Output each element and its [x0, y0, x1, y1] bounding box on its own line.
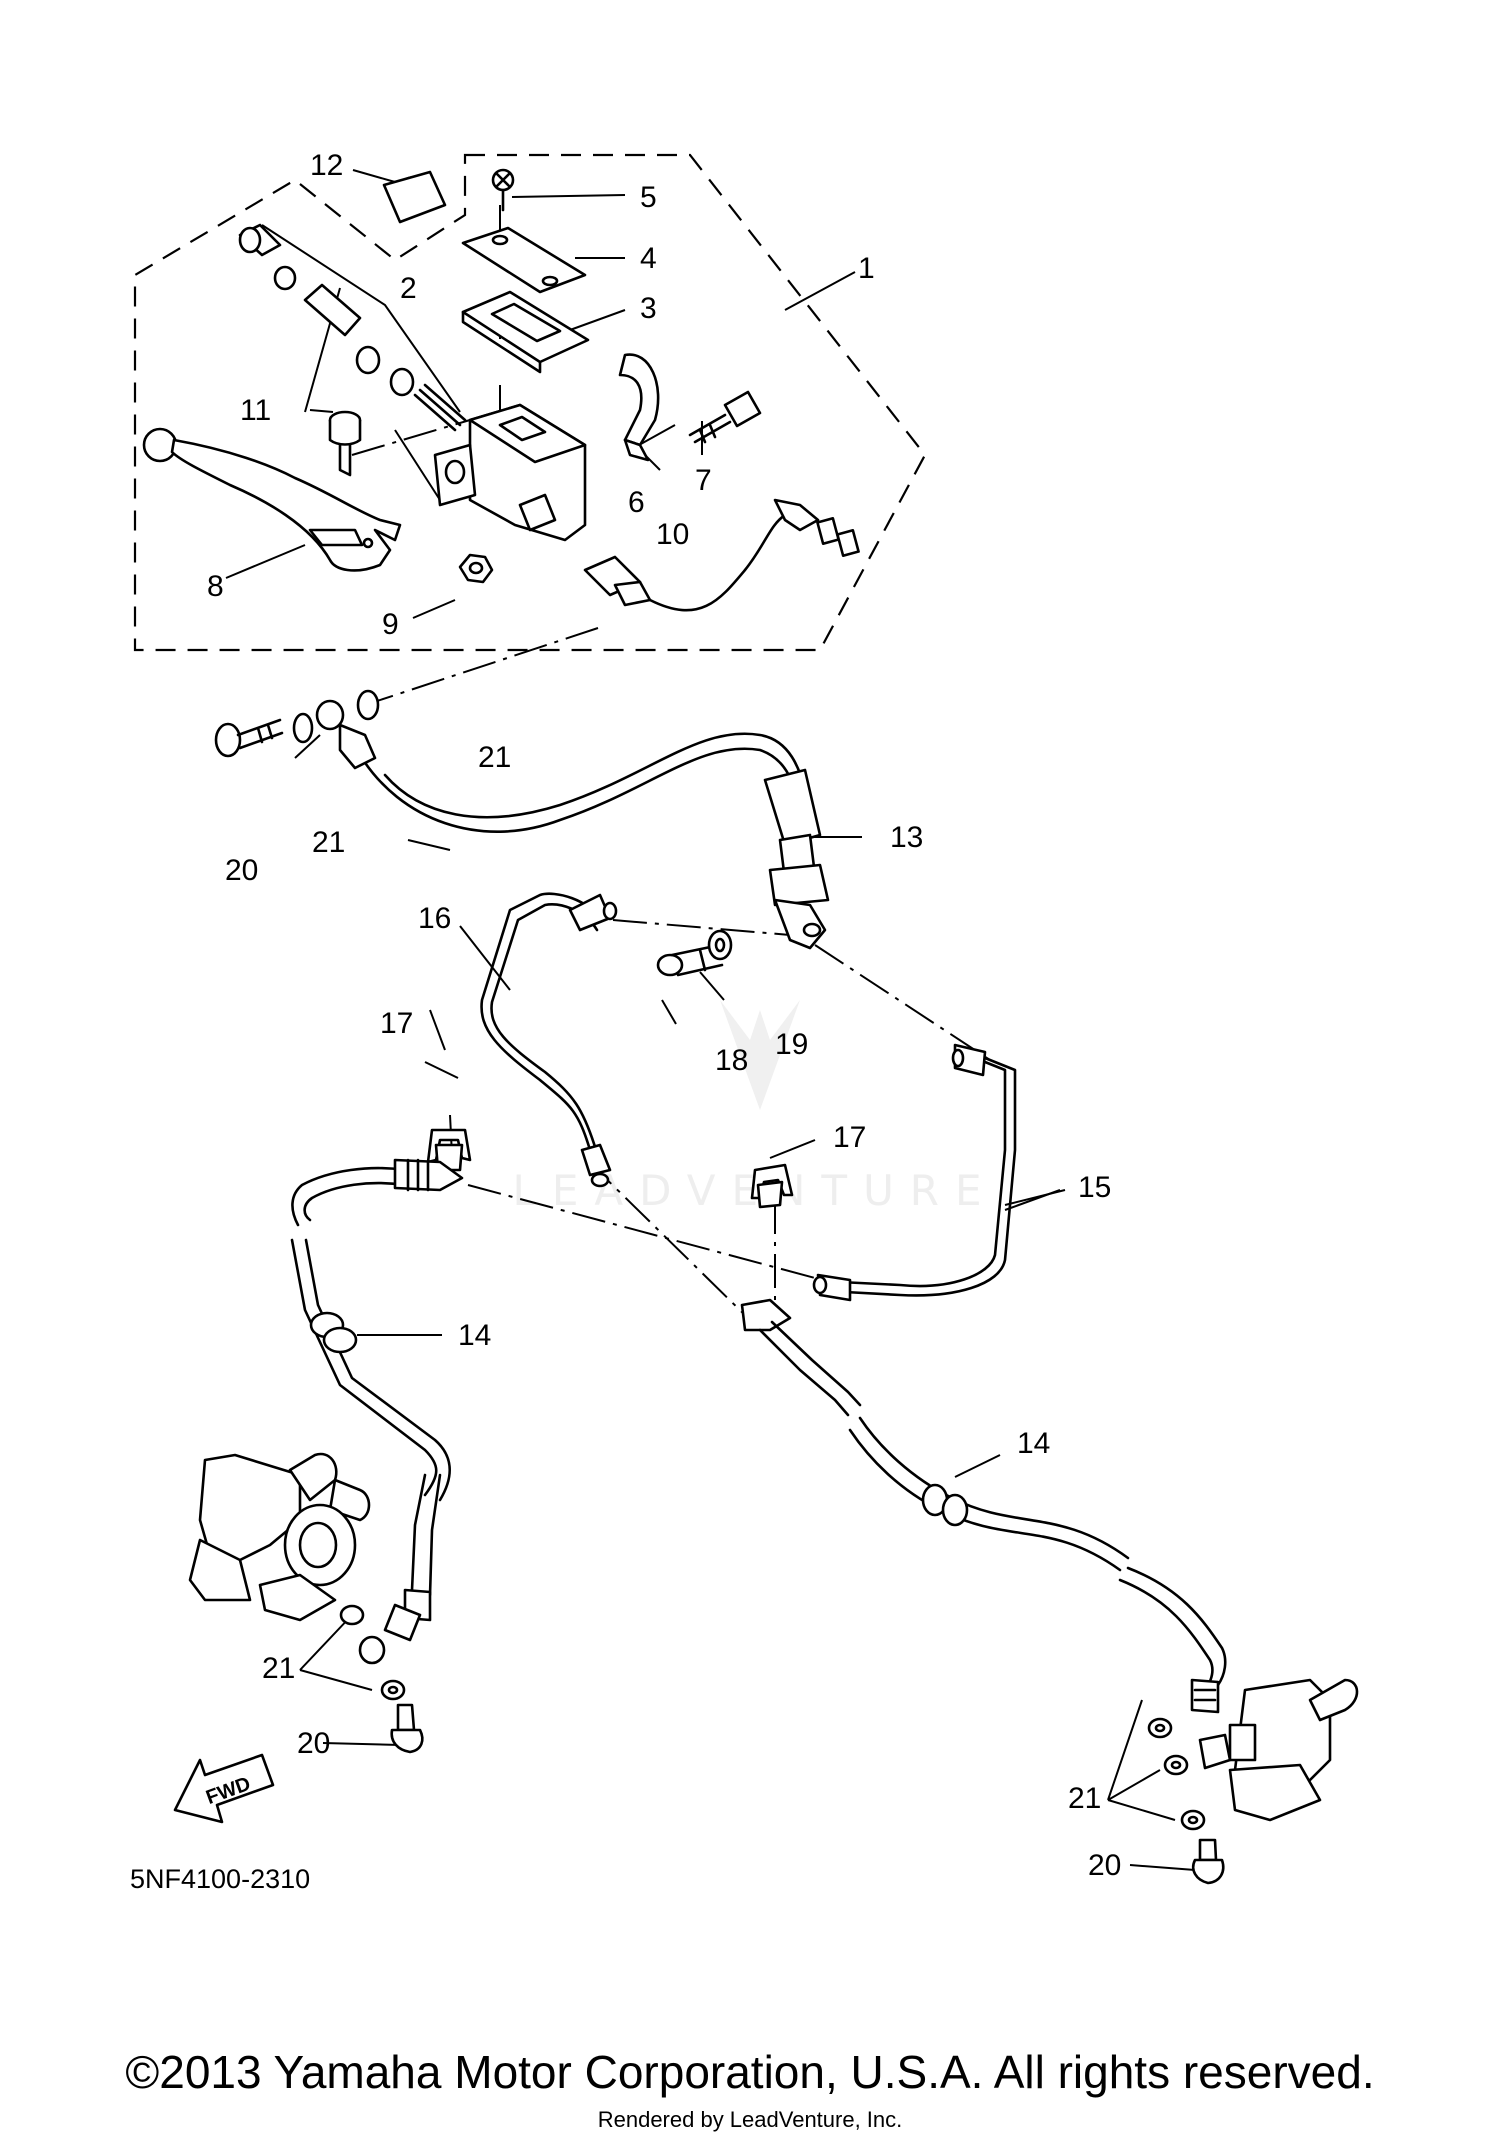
callout-9: 9 [382, 608, 399, 641]
part-3-diaphragm [461, 290, 590, 374]
part-19-washer [707, 929, 733, 961]
callout-15: 15 [1078, 1171, 1111, 1204]
part-8-brake-lever [142, 427, 402, 572]
part-5-screw [491, 168, 515, 212]
callout-14-right: 14 [1017, 1427, 1050, 1460]
part-13-upper-brake-hose [358, 732, 830, 950]
part-12-cap [382, 170, 447, 224]
part-16-brake-pipe [480, 892, 618, 1188]
part-4-reservoir-cover [461, 226, 587, 294]
callout-12: 12 [310, 149, 343, 182]
rendered-by-credit: Rendered by LeadVenture, Inc. [597, 2107, 903, 2132]
copyright-notice: ©2013 Yamaha Motor Corporation, U.S.A. A… [125, 2046, 1375, 2098]
part-1-master-cylinder [433, 403, 587, 542]
callout-14-left: 14 [458, 1319, 491, 1352]
callout-20-top: 20 [225, 854, 258, 887]
callout-21-top-right: 21 [478, 741, 511, 774]
callout-19: 19 [775, 1028, 808, 1061]
callout-20-left: 20 [297, 1727, 330, 1760]
banjo-bolt-set-left [380, 1679, 424, 1754]
master-cylinder-assembly-boundary [133, 153, 927, 652]
callout-11: 11 [240, 394, 271, 427]
part-18-bolt [656, 943, 724, 977]
callout-21-top-left: 21 [312, 826, 345, 859]
callout-1: 1 [858, 252, 875, 285]
right-brake-caliper [1198, 1678, 1359, 1822]
callout-18: 18 [715, 1044, 748, 1077]
callout-17-right: 17 [833, 1121, 866, 1154]
part-15-brake-pipe [812, 1043, 1017, 1302]
part-14-right-brake-hose [740, 1298, 1227, 1714]
callout-17-left: 17 [380, 1007, 413, 1040]
callout-3: 3 [640, 292, 657, 325]
callout-21-left: 21 [262, 1652, 295, 1685]
banjo-bolt-set-right [1147, 1717, 1225, 1885]
callout-labels: 12 5 4 1 2 3 11 7 6 10 8 9 21 21 20 13 1… [207, 149, 1121, 1882]
callout-5: 5 [640, 181, 657, 214]
forward-direction-arrow: FWD [173, 1753, 275, 1824]
callout-13: 13 [890, 821, 923, 854]
part-14-left-brake-hose [290, 1158, 464, 1665]
banjo-bolt-set-top [214, 689, 380, 770]
part-17-clip-right [750, 1163, 794, 1209]
part-10-brake-switch [583, 498, 860, 612]
callout-16: 16 [418, 902, 451, 935]
diagram-code: 5NF4100-2310 [130, 1864, 310, 1894]
part-7-bolt [688, 390, 762, 444]
callout-2: 2 [400, 272, 417, 305]
part-2-piston-kit [238, 223, 467, 432]
callout-20-right: 20 [1088, 1849, 1121, 1882]
callout-4: 4 [640, 242, 657, 275]
callout-8: 8 [207, 570, 224, 603]
callout-21-right: 21 [1068, 1782, 1101, 1815]
callout-10: 10 [656, 518, 689, 551]
part-11-pivot-bolt [328, 410, 362, 477]
left-brake-caliper [188, 1452, 371, 1626]
part-9-nut [458, 553, 494, 584]
part-6-holder [618, 353, 660, 462]
callout-7: 7 [695, 464, 712, 497]
callout-6: 6 [628, 486, 645, 519]
